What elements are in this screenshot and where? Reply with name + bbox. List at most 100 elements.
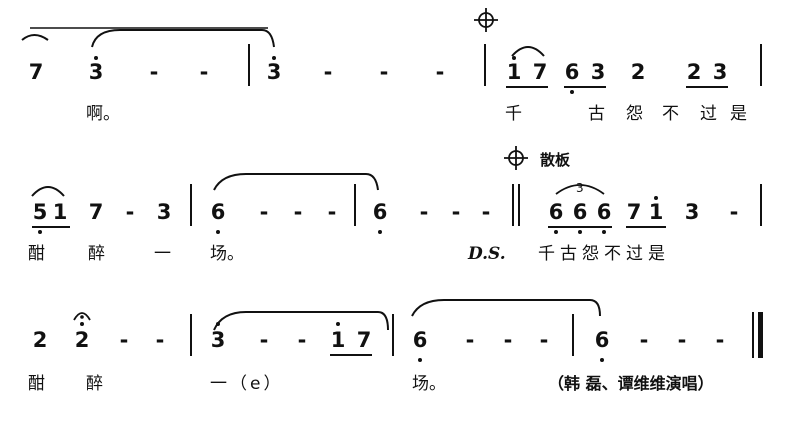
note: - [451,200,461,224]
note: 1 [648,200,664,224]
octave-dot [602,230,606,234]
note: 3 [210,328,226,352]
coda-icon [504,146,528,170]
tie-arc [411,299,601,317]
octave-dot [336,322,340,326]
lyric: 千古怨不过是 [538,244,670,264]
note: 2 [630,60,646,84]
lyric: 一（e） [210,374,284,394]
note: 2 [32,328,48,352]
note: 1 [330,328,346,352]
double-barline [518,184,520,226]
note: - [149,60,159,84]
lyric: 酣 [28,374,45,394]
note: - [293,200,303,224]
note: 7 [88,200,104,224]
octave-dot [80,322,84,326]
octave-dot [216,230,220,234]
underline-beam [330,354,372,356]
note: 5 [32,200,48,224]
lyric: 醉 [88,244,105,264]
note: - [259,328,269,352]
note: 7 [626,200,642,224]
note: - [639,328,649,352]
barline [760,44,762,86]
note: - [199,60,209,84]
slur-arc [31,186,65,197]
barline [190,314,192,356]
triplet-number: 3 [576,181,584,195]
note: 7 [532,60,548,84]
barline [190,184,192,226]
note: 7 [356,328,372,352]
octave-dot [216,322,220,326]
note: 2 [74,328,90,352]
dal-segno-marking: D.S. [468,244,506,264]
note: - [379,60,389,84]
note: 3 [590,60,606,84]
note: - [539,328,549,352]
octave-dot [512,56,516,60]
barline [354,184,356,226]
note: 6 [596,200,612,224]
performer-credit: （韩 磊、谭维维演唱） [548,374,714,393]
octave-dot [378,230,382,234]
barline [572,314,574,356]
note: - [297,328,307,352]
double-barline [512,184,514,226]
tie-arc [213,311,389,331]
note: 6 [548,200,564,224]
note: - [259,200,269,224]
note: - [327,200,337,224]
note: 3 [712,60,728,84]
note: - [481,200,491,224]
triplet-arc [555,184,605,195]
barline [760,184,762,226]
note: 3 [266,60,282,84]
underline-beam [32,226,70,228]
note: - [435,60,445,84]
tie-arc [91,29,275,48]
underline-beam [686,86,728,88]
note: - [323,60,333,84]
note: - [419,200,429,224]
note: 6 [372,200,388,224]
note: - [503,328,513,352]
underline-beam [506,86,548,88]
lyric: 古 [588,104,605,124]
final-barline [758,312,763,358]
lyric: 千 [505,104,522,124]
note: - [677,328,687,352]
note: 3 [88,60,104,84]
note: 6 [564,60,580,84]
lyric: 场。 [412,374,446,394]
lyric: 酣 [28,244,45,264]
octave-dot [654,196,658,200]
note: 6 [594,328,610,352]
octave-dot [570,90,574,94]
note: 6 [412,328,428,352]
lyric: 场。 [210,244,244,264]
lyric: 不 [662,104,679,124]
note: - [729,200,739,224]
underline-beam [626,226,666,228]
note: 6 [210,200,226,224]
note: 6 [572,200,588,224]
coda-icon [474,8,498,32]
tempo-marking: 散板 [540,151,571,169]
underline-beam [564,86,606,88]
fermata-icon [73,312,91,321]
octave-dot [578,230,582,234]
lyric: 啊。 [86,104,120,124]
octave-dot [38,230,42,234]
octave-dot [272,56,276,60]
underline-beam [548,226,612,228]
octave-dot [600,358,604,362]
note: - [119,328,129,352]
final-barline [752,312,754,358]
tie-arc [213,173,379,191]
note: 3 [156,200,172,224]
lyric: 过 [700,104,717,124]
note: - [125,200,135,224]
